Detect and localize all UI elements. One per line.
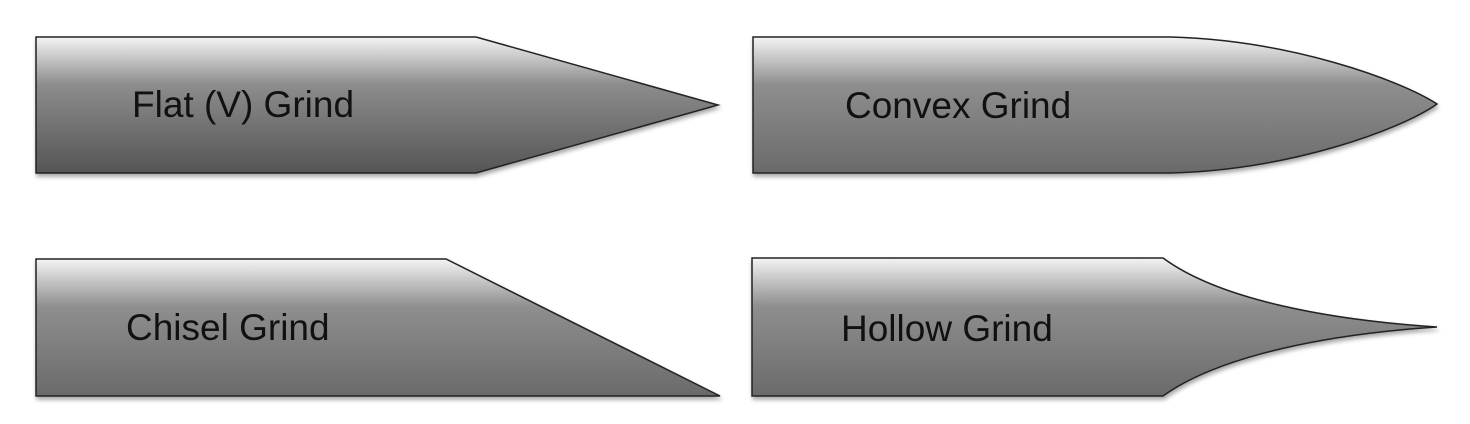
flat-grind-blade: Flat (V) Grind	[35, 36, 721, 174]
chisel-grind-blade: Chisel Grind	[35, 258, 721, 397]
hollow-grind-label: Hollow Grind	[841, 308, 1053, 349]
convex-grind-blade: Convex Grind	[752, 36, 1439, 174]
flat-grind-label: Flat (V) Grind	[132, 84, 354, 125]
convex-grind-label: Convex Grind	[845, 85, 1071, 126]
chisel-grind-label: Chisel Grind	[126, 307, 330, 348]
hollow-grind-blade: Hollow Grind	[751, 257, 1438, 397]
